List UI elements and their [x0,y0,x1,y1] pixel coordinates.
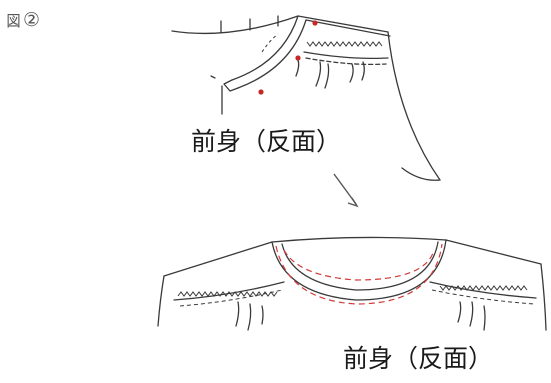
top-sleeve-top [297,15,389,33]
bottom-neckline-outer [271,239,447,301]
bottom-left-shoulder [163,241,273,277]
top-pin-dot-1 [312,20,318,26]
top-caption: 前身（反面） [191,127,342,156]
top-pin-dot-2 [295,55,301,61]
top-gathers-3 [349,63,354,83]
figure-label: 図 ② [6,8,40,32]
bottom-dash-left [179,289,283,307]
bottom-dash-right [431,289,535,305]
top-shoulder-seam-dash [305,57,387,66]
bottom-neck-top [271,236,447,243]
bottom-gathers-left-3 [261,305,264,325]
bottom-zigzag-right [439,285,528,291]
top-gathers-5 [295,59,300,77]
top-gathers-1 [315,61,322,87]
top-zigzag-stitch [306,41,383,47]
top-pin-dot-3 [258,89,264,95]
top-gathers-4 [361,61,365,81]
bottom-garment-illustration [157,236,547,331]
top-sleeve-top-2 [305,19,391,37]
bottom-gathers-right-2 [469,301,474,327]
bottom-left-drop [157,275,165,327]
top-garment-illustration [171,15,441,181]
top-tick-marks [220,15,279,34]
top-neckband-outer [231,15,299,81]
bottom-red-stitch-inner [283,249,435,281]
top-gathers-2 [324,63,330,89]
bottom-right-seam [429,281,537,299]
bottom-red-stitch-outer [275,243,443,305]
top-sleeve-cuff [401,167,441,181]
bottom-caption: 前身（反面） [343,344,494,373]
bottom-neckline-inner [281,241,439,291]
top-shoulder-seam [303,51,389,60]
top-dash-line [261,33,279,53]
direction-arrow [333,173,359,208]
top-small-mark [210,75,216,79]
figure-prefix: 図 [6,11,21,30]
bottom-gathers-left-1 [235,301,240,327]
bottom-gathers-left-2 [247,303,252,331]
arrow-head [347,197,359,208]
top-band-end [223,79,239,92]
top-sleeve-right [387,31,441,181]
figure-number: ② [23,8,41,31]
bottom-gathers-right-1 [457,301,462,323]
bottom-left-seam [173,281,285,301]
top-neckband-inner [237,19,307,89]
top-body-outline [171,15,299,35]
bottom-zigzag-left [177,291,278,297]
bottom-right-drop [540,263,547,331]
bottom-gathers-right-3 [483,305,486,331]
bottom-right-shoulder [445,239,542,265]
